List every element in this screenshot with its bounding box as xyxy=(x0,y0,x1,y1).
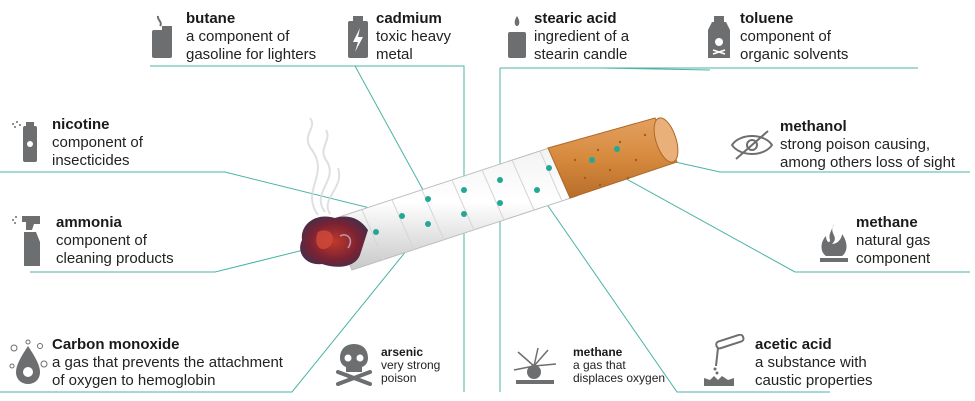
label-desc: strong poison causing, among others loss… xyxy=(780,136,956,171)
label-desc: component of cleaning products xyxy=(56,232,174,267)
label-desc: a substance with caustic properties xyxy=(755,354,873,389)
label-desc: very strong poison xyxy=(381,358,441,385)
label-title: methane xyxy=(856,214,918,231)
crossed-eye-icon xyxy=(730,130,774,160)
acid-test-tube-icon xyxy=(704,334,745,386)
label-title: toluene xyxy=(740,10,794,27)
smoke xyxy=(306,117,341,216)
label-methanol: methanol strong poison causing, among ot… xyxy=(780,118,955,172)
label-desc: a component of gasoline for lighters xyxy=(186,28,317,63)
label-title: nicotine xyxy=(52,116,110,133)
cleaning-spray-icon xyxy=(12,216,40,266)
label-desc: natural gas component xyxy=(856,232,931,267)
cigarette xyxy=(300,117,679,271)
label-title: butane xyxy=(186,10,236,27)
label-methane-natural-gas: methane natural gas component xyxy=(856,214,930,268)
label-cadmium: cadmium toxic heavy metal xyxy=(376,10,451,64)
label-acetic-acid: acetic acid a substance with caustic pro… xyxy=(755,336,873,390)
label-desc: a gas that prevents the attachment of ox… xyxy=(52,354,283,389)
flame-icon xyxy=(820,224,848,262)
label-title: arsenic xyxy=(381,345,424,359)
candle-icon xyxy=(508,16,526,58)
label-toluene: toluene component of organic solvents xyxy=(740,10,848,64)
label-desc: toxic heavy metal xyxy=(376,28,452,63)
label-ammonia: ammonia component of cleaning products xyxy=(56,214,174,268)
explosion-icon xyxy=(513,347,557,384)
label-desc: ingredient of a stearin candle xyxy=(534,28,630,63)
label-stearic-acid: stearic acid ingredient of a stearin can… xyxy=(534,10,629,64)
insecticide-spray-icon xyxy=(12,121,37,162)
gas-drop-icon xyxy=(9,339,48,384)
label-desc: component of insecticides xyxy=(52,134,143,169)
label-carbon-monoxide: Carbon monoxide a gas that prevents the … xyxy=(52,336,283,390)
label-butane: butane a component of gasoline for light… xyxy=(186,10,316,64)
label-title: ammonia xyxy=(56,214,122,231)
label-arsenic: arsenic very strong poison xyxy=(381,346,440,385)
label-title: cadmium xyxy=(376,10,442,27)
label-methane-oxygen: methane a gas that displaces oxygen xyxy=(573,346,665,385)
label-title: methane xyxy=(573,345,623,359)
component-dots xyxy=(373,146,620,235)
battery-icon xyxy=(348,16,368,58)
skull-crossbones-icon xyxy=(336,344,372,386)
label-title: acetic acid xyxy=(755,336,832,353)
label-nicotine: nicotine component of insecticides xyxy=(52,116,143,170)
label-desc: component of organic solvents xyxy=(740,28,849,63)
label-title: methanol xyxy=(780,118,847,135)
lighter-icon xyxy=(152,15,172,58)
solvent-bottle-icon xyxy=(708,16,730,58)
label-title: Carbon monoxide xyxy=(52,336,180,353)
label-desc: a gas that displaces oxygen xyxy=(573,358,666,385)
label-title: stearic acid xyxy=(534,10,617,27)
